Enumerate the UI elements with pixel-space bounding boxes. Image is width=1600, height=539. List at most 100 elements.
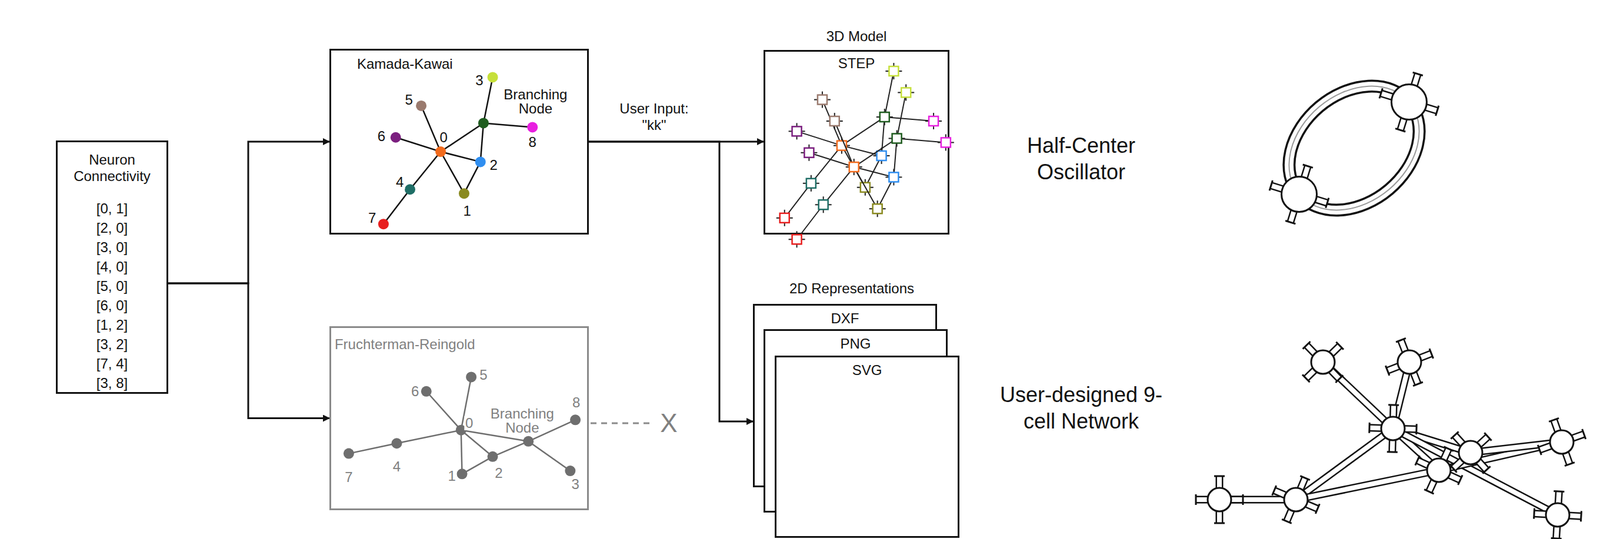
tube-core <box>1295 470 1439 500</box>
edge-label: User Input: "kk" <box>607 100 702 134</box>
input-box: Neuron Connectivity[0, 1][2, 0][3, 0][4,… <box>55 140 169 395</box>
vertex-number: 3 <box>570 477 580 492</box>
connection-pair: [7, 4] <box>96 354 128 374</box>
tube-core <box>1322 362 1393 429</box>
tube-core <box>1438 442 1562 471</box>
box-title: Neuron Connectivity <box>61 151 163 185</box>
port-cap <box>1443 447 1453 452</box>
preview-edge <box>854 167 878 209</box>
graph-edge <box>464 161 481 194</box>
flow-arrow <box>168 141 330 284</box>
preview-cell <box>928 116 939 126</box>
preview-edge <box>834 121 855 168</box>
preview-edge <box>822 100 842 146</box>
vertex-number: 0 <box>438 130 449 145</box>
connection-pair: [6, 0] <box>96 295 128 316</box>
port-cap <box>1415 455 1420 466</box>
port-cap <box>1368 422 1371 434</box>
connection-pair: [4, 0] <box>96 257 128 277</box>
port-cap <box>1429 348 1434 359</box>
port-cap <box>1537 445 1542 456</box>
graph-vertex <box>478 117 489 129</box>
port-cap <box>1450 431 1459 439</box>
port-cap <box>1412 72 1423 76</box>
vertex-number: 8 <box>527 135 538 150</box>
preview-cell <box>901 87 911 98</box>
vertex-number: 5 <box>478 368 489 383</box>
example-caption: Half-Center Oscillator <box>1010 132 1152 186</box>
graph-vertex <box>475 156 486 168</box>
graph-vertex <box>522 436 534 448</box>
graph-vertex <box>343 448 355 460</box>
graph-vertex <box>487 71 499 83</box>
connection-pair: [3, 2] <box>96 334 128 355</box>
vertex-number: 6 <box>410 384 420 399</box>
vertex-number: 2 <box>488 158 499 173</box>
preview-cell <box>877 151 887 161</box>
preview-cell <box>888 172 899 182</box>
port-cap <box>1335 342 1344 350</box>
vertex-number: 2 <box>493 466 504 481</box>
graph-edge <box>426 391 462 431</box>
tube-outline <box>1295 470 1439 500</box>
preview-cell <box>830 116 840 126</box>
group-heading: 2D Representations <box>757 280 946 298</box>
preview-cell <box>872 204 883 214</box>
preview-cell <box>792 234 802 245</box>
cell-chamber <box>1281 176 1318 212</box>
graph-vertex <box>487 451 499 463</box>
port-cap <box>1385 365 1390 376</box>
port-cap <box>1285 221 1296 225</box>
preview-cell <box>780 213 790 223</box>
cell-chamber <box>1397 350 1422 375</box>
tube-outline <box>1438 442 1562 471</box>
vertex-number: 4 <box>391 460 402 475</box>
port-cap <box>1387 451 1398 454</box>
output-box: SVG <box>774 355 960 539</box>
ring-shade <box>1264 60 1444 236</box>
vertex-number: 1 <box>446 469 457 484</box>
cell-chamber <box>1381 417 1405 441</box>
vertex-number: 1 <box>461 204 472 219</box>
vertex-number: 3 <box>474 73 485 88</box>
port-cap <box>1302 164 1313 168</box>
port-cap <box>1300 476 1310 481</box>
graph-edge <box>383 189 410 225</box>
graph-vertex <box>390 132 402 143</box>
box-title: 3D Model <box>826 28 888 45</box>
graph-edge <box>492 441 529 458</box>
graph-edge <box>440 151 465 194</box>
graph-edge <box>410 151 441 190</box>
layout-preview <box>765 51 948 233</box>
graph-vertex <box>435 146 446 158</box>
preview-edge <box>823 167 855 205</box>
preview-cell <box>818 200 829 210</box>
graph-edge <box>395 137 441 152</box>
box-title: Fruchterman-Reingold <box>333 337 477 352</box>
port-cap <box>1548 418 1559 422</box>
graph-edge <box>528 441 570 472</box>
flow-arrow <box>168 283 330 419</box>
port-cap <box>1395 338 1406 343</box>
graph-vertex <box>391 438 402 449</box>
graph-vertex <box>570 414 581 426</box>
connection-pair: [1, 2] <box>96 315 128 335</box>
port-cap <box>1482 466 1490 474</box>
graph-edge <box>483 77 493 123</box>
preview-cell <box>817 95 828 105</box>
port-cap <box>1195 494 1198 506</box>
box-title: DXF <box>831 310 860 328</box>
vertex-number: 7 <box>367 211 378 226</box>
half-center-oscillator-illustration <box>1264 60 1444 236</box>
connection-pair: [5, 0] <box>96 276 128 296</box>
preview-edge <box>854 138 898 168</box>
cell-chamber <box>1311 350 1335 375</box>
preview-edge <box>854 167 895 178</box>
connection-pair: [3, 8] <box>96 373 128 393</box>
box-title: STEP <box>838 55 876 72</box>
graph-edge <box>483 122 533 128</box>
graph-edge <box>396 430 461 445</box>
cell-chamber <box>1284 488 1308 512</box>
annotation: Branching Node <box>498 87 572 116</box>
ring-outline <box>1264 60 1444 236</box>
